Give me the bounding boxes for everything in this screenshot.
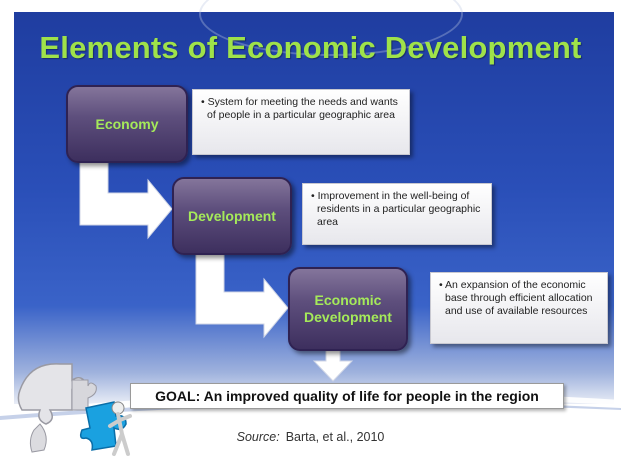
step-node-development: Development — [172, 177, 292, 255]
step-node-economy: Economy — [66, 85, 188, 163]
arrow-economy-to-development — [79, 149, 173, 240]
puzzle-figure-icon — [17, 363, 132, 456]
slide-title: Elements of Economic Development — [39, 30, 582, 65]
arrow-to-goal — [312, 348, 354, 382]
source-citation: Source: Barta, et al., 2010 — [0, 430, 621, 444]
step-label-economy: Economy — [95, 115, 159, 132]
source-label: Source: — [236, 430, 280, 444]
step-description-economic-development: • An expansion of the economic base thro… — [430, 272, 608, 344]
step-description-text-economy: • System for meeting the needs and wants… — [201, 96, 398, 121]
arrow-development-to-economic — [195, 242, 289, 339]
step-label-economic-development: Economic Development — [304, 292, 392, 325]
step-description-development: • Improvement in the well-being of resid… — [302, 183, 492, 245]
source-value: Barta, et al., 2010 — [285, 430, 385, 444]
goal-box: GOAL: An improved quality of life for pe… — [130, 383, 564, 409]
goal-text: GOAL: An improved quality of life for pe… — [155, 388, 539, 404]
step-node-economic-development: Economic Development — [288, 267, 408, 351]
step-description-economy: • System for meeting the needs and wants… — [192, 89, 410, 155]
step-label-development: Development — [188, 207, 276, 224]
step-description-text-development: • Improvement in the well-being of resid… — [311, 190, 481, 228]
step-description-text-economic-development: • An expansion of the economic base thro… — [439, 279, 593, 317]
